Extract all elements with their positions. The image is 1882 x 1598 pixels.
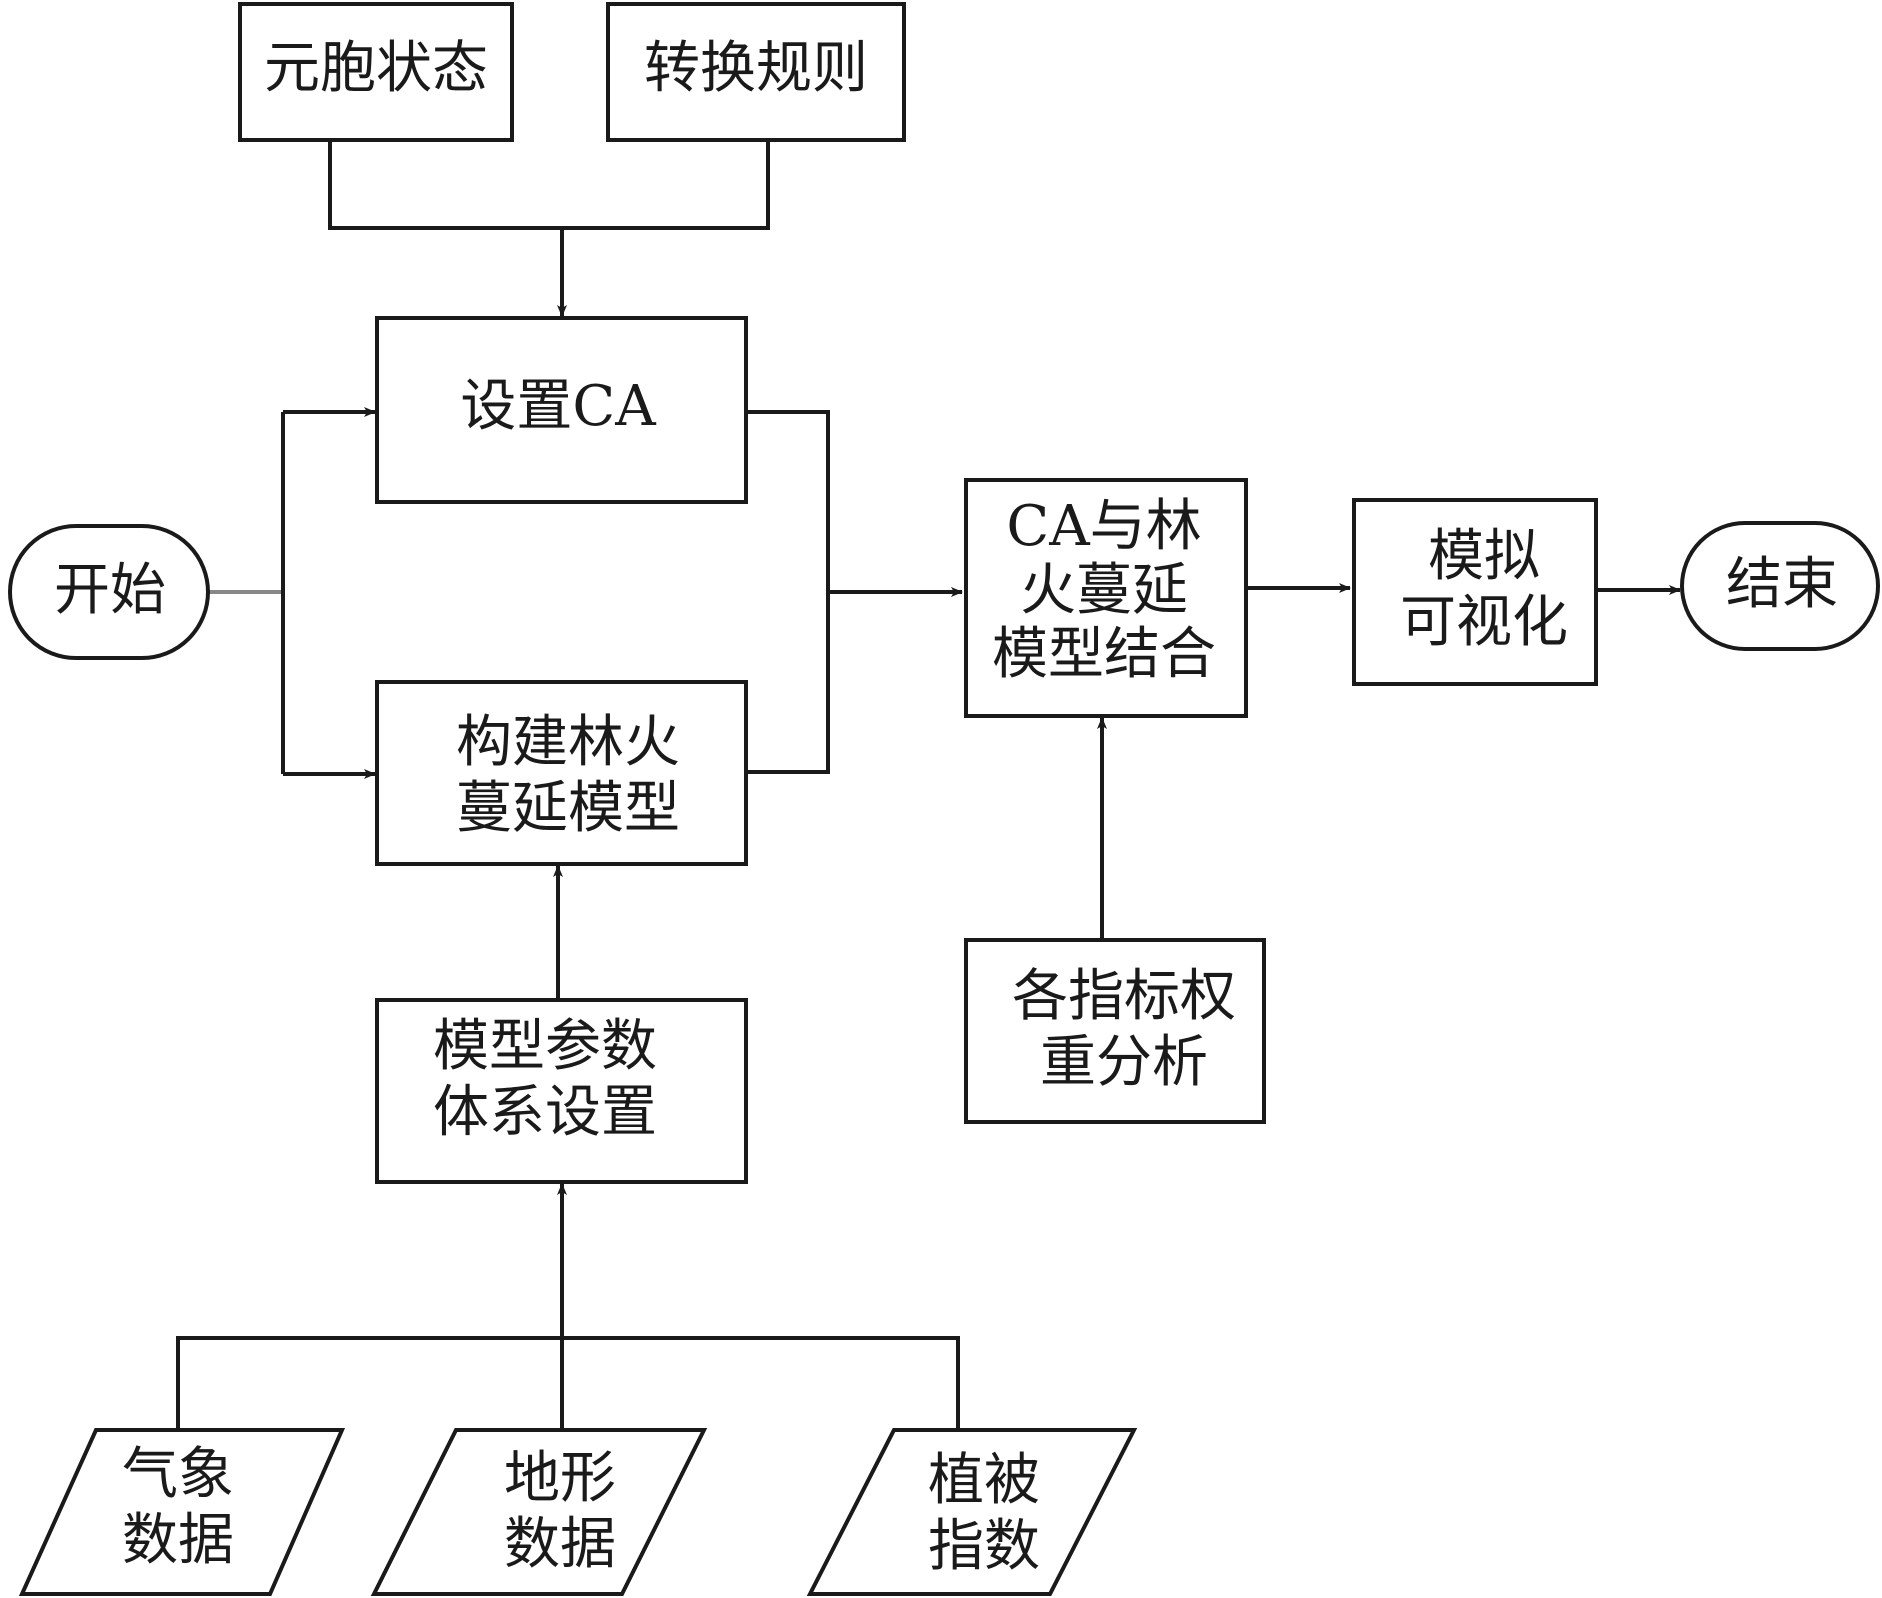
- svg-text:元胞状态: 元胞状态: [264, 36, 488, 101]
- node-visualize: 模拟 可视化: [1352, 498, 1598, 686]
- svg-text:可视化: 可视化: [1400, 590, 1568, 655]
- svg-text:各指标权: 各指标权: [1012, 964, 1236, 1029]
- svg-text:数据: 数据: [504, 1512, 616, 1577]
- svg-text:模拟: 模拟: [1428, 524, 1540, 589]
- svg-text:设置CA: 设置CA: [460, 374, 656, 439]
- node-start: 开始: [8, 524, 210, 660]
- node-terrain-data: 地形 数据: [370, 1428, 708, 1596]
- node-params: 模型参数 体系设置: [375, 998, 748, 1184]
- merge-line-right: [746, 410, 830, 774]
- svg-text:数据: 数据: [122, 1508, 234, 1573]
- svg-text:转换规则: 转换规则: [644, 36, 868, 101]
- svg-text:蔓延模型: 蔓延模型: [456, 776, 680, 841]
- svg-text:开始: 开始: [54, 558, 166, 623]
- connectors: [176, 140, 1681, 1428]
- svg-text:构建林火: 构建林火: [456, 710, 680, 775]
- node-cell-state: 元胞状态: [238, 2, 514, 142]
- svg-text:结束: 结束: [1726, 552, 1838, 617]
- svg-text:气象: 气象: [122, 1442, 234, 1507]
- svg-text:重分析: 重分析: [1040, 1030, 1208, 1095]
- node-build-model: 构建林火 蔓延模型: [375, 680, 748, 866]
- merge-line-bottom: [176, 1336, 960, 1428]
- svg-text:体系设置: 体系设置: [433, 1080, 657, 1145]
- svg-text:植被: 植被: [928, 1448, 1040, 1513]
- node-weather-data: 气象 数据: [18, 1428, 346, 1596]
- merge-line-top: [328, 140, 770, 230]
- node-transition-rules: 转换规则: [606, 2, 906, 142]
- node-setup-ca: 设置CA: [375, 316, 748, 504]
- svg-text:火蔓延: 火蔓延: [1020, 558, 1188, 623]
- node-combine: CA与林 火蔓延 模型结合: [964, 478, 1248, 718]
- svg-text:模型结合: 模型结合: [992, 622, 1216, 687]
- svg-text:指数: 指数: [928, 1514, 1040, 1579]
- node-vegetation-index: 植被 指数: [806, 1428, 1138, 1596]
- node-end: 结束: [1680, 521, 1880, 651]
- svg-text:地形: 地形: [504, 1446, 616, 1511]
- svg-text:CA与林: CA与林: [1006, 494, 1201, 559]
- svg-text:模型参数: 模型参数: [433, 1014, 657, 1079]
- node-weights: 各指标权 重分析: [964, 938, 1266, 1124]
